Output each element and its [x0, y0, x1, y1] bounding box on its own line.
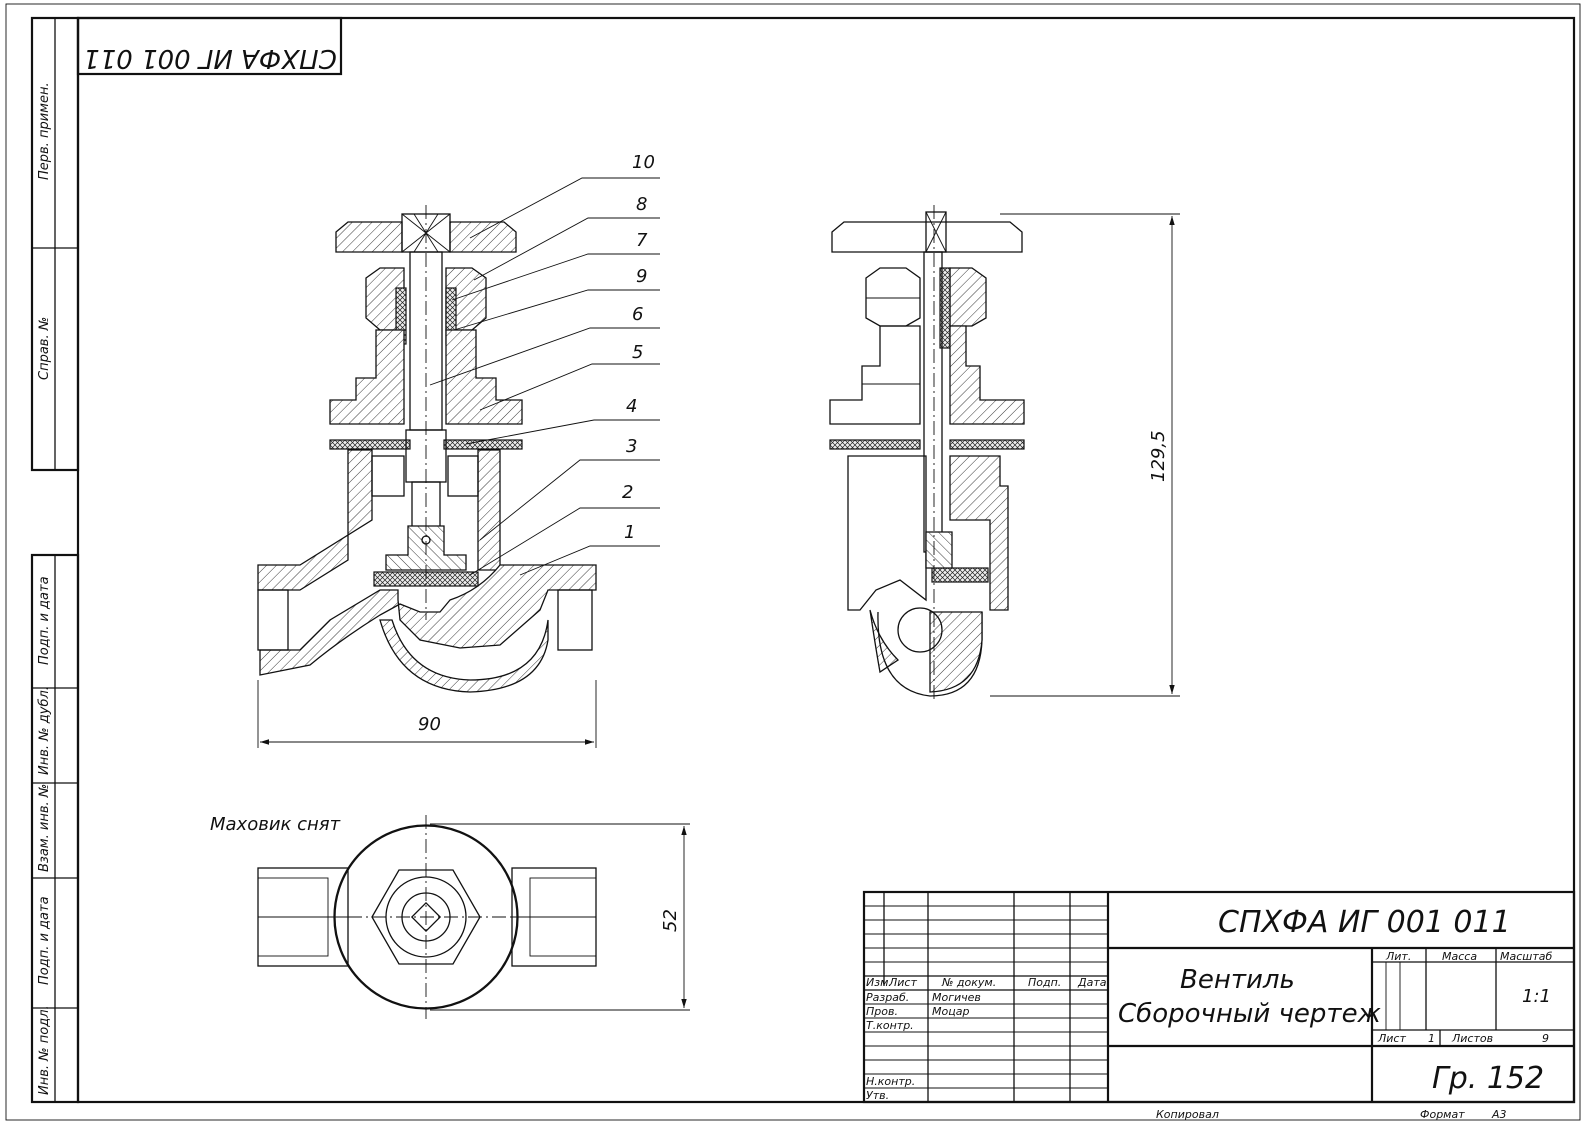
part-number-9: 9 [636, 266, 647, 287]
dimension-width-value: 90 [418, 714, 441, 735]
dimension-height: 129,5 [990, 213, 1180, 697]
nkontr-label: Н.контр. [866, 1075, 915, 1088]
prov-label: Пров. [866, 1005, 898, 1018]
part-number-1: 1 [624, 522, 635, 543]
part-leaders [429, 177, 660, 576]
part-number-10: 10 [632, 152, 655, 173]
mirrored-stamp-text: СПХФА ИГ 001 011 [83, 43, 337, 73]
part-number-5: 5 [632, 342, 643, 363]
razrab-name: Могичев [932, 991, 981, 1004]
part-number-4: 4 [626, 396, 637, 417]
lit-label: Лит. [1385, 950, 1411, 963]
side-view [829, 205, 1025, 700]
prov-name: Моцар [932, 1005, 969, 1018]
format-value: А3 [1491, 1108, 1507, 1121]
mirrored-stamp: СПХФА ИГ 001 011 [76, 16, 343, 76]
masshtab-label: Масштаб [1500, 950, 1552, 963]
utv-label: Утв. [866, 1089, 889, 1102]
col-docum: № докум. [941, 976, 996, 989]
frame [5, 3, 1581, 1121]
massa-label: Масса [1442, 950, 1477, 963]
side-label-podp-data-2: Подп. и дата [37, 896, 52, 985]
dimension-width: 90 [257, 680, 597, 748]
dimension-top-view-value: 52 [660, 909, 681, 932]
side-strip-labels: Перв. примен. Справ. № Подп. и дата Инв.… [37, 82, 52, 1095]
side-label-inv-dubl: Инв. № дубл. [37, 686, 52, 775]
part-number-6: 6 [632, 304, 643, 325]
side-label-vzam-inv: Взам. инв. № [37, 784, 52, 872]
side-label-sprav-no: Справ. № [37, 317, 52, 380]
sheet-label: Лист [1377, 1032, 1406, 1045]
part-numbers: 10 8 7 9 6 5 4 3 2 1 [622, 152, 655, 543]
side-label-podp-data-1: Подп. и дата [37, 576, 52, 665]
part-number-2: 2 [622, 482, 633, 503]
razrab-label: Разраб. [866, 991, 909, 1004]
col-list: Лист [888, 976, 917, 989]
dimension-top-view: 52 [430, 823, 690, 1011]
top-view-note: Маховик снят [210, 814, 341, 835]
group-number: Гр. 152 [1432, 1061, 1544, 1096]
part-number-3: 3 [626, 436, 637, 457]
drawing-code: СПХФА ИГ 001 011 [1218, 905, 1511, 940]
col-data: Дата [1077, 976, 1107, 989]
top-view: Маховик снят [210, 814, 597, 1019]
col-podp: Подп. [1028, 976, 1061, 989]
footer: Копировал Формат А3 [1156, 1108, 1507, 1121]
part-number-7: 7 [636, 230, 648, 251]
title-block-text: СПХФА ИГ 001 011 Вентиль Сборочный черте… [866, 905, 1552, 1102]
sheets-label: Листов [1451, 1032, 1493, 1045]
sheets-total: 9 [1542, 1032, 1549, 1045]
format-label: Формат [1420, 1108, 1465, 1121]
side-label-perv-primen: Перв. примен. [37, 82, 52, 180]
drawing-name-line2: Сборочный чертеж [1118, 999, 1382, 1029]
col-izm: Изм. [866, 976, 892, 989]
sheet-number: 1 [1428, 1032, 1435, 1045]
part-number-8: 8 [636, 194, 647, 215]
title-block [862, 890, 1576, 1104]
scale-value: 1:1 [1522, 986, 1551, 1007]
front-view-section [257, 205, 597, 693]
drawing-name-line1: Вентиль [1180, 965, 1295, 995]
side-label-inv-podl: Инв. № подл. [37, 1005, 52, 1095]
tkontr-label: Т.контр. [866, 1019, 914, 1032]
dimension-height-value: 129,5 [1148, 430, 1169, 482]
copied-label: Копировал [1156, 1108, 1219, 1121]
